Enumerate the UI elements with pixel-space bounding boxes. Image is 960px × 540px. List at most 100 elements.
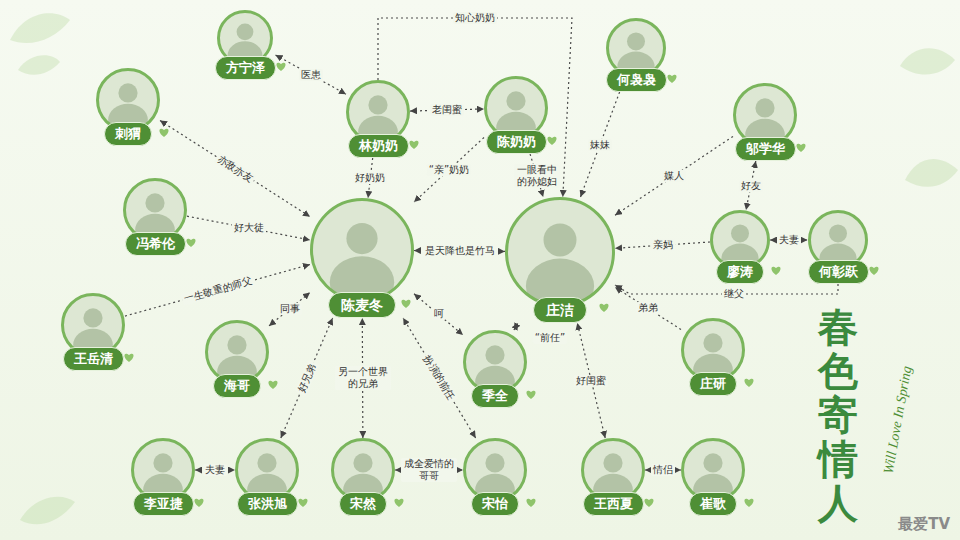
relation-connector bbox=[615, 287, 681, 329]
character-name: 廖涛 bbox=[727, 264, 753, 279]
silhouette-head bbox=[627, 32, 645, 50]
heart-icon bbox=[869, 267, 878, 275]
relation-connector bbox=[580, 92, 619, 197]
silhouette-head bbox=[257, 453, 276, 472]
relation-label-patch: 夫妻 bbox=[203, 464, 227, 476]
silhouette-head bbox=[368, 95, 387, 114]
relation-label-patch: 扮演的前任 bbox=[420, 352, 458, 404]
relation-label-patch: 情侣 bbox=[651, 464, 675, 476]
name-pill: 海哥 bbox=[213, 374, 261, 398]
heart-icon bbox=[276, 63, 285, 71]
silhouette-head bbox=[506, 91, 525, 110]
heart-icon bbox=[159, 129, 168, 137]
character-name: 林奶奶 bbox=[359, 138, 398, 153]
name-pill: 陈奶奶 bbox=[486, 130, 547, 154]
relation-connector bbox=[414, 138, 484, 203]
relation-label: 妹妹 bbox=[590, 139, 610, 150]
heart-icon bbox=[526, 391, 535, 399]
name-pill: 何彰跃 bbox=[808, 260, 869, 284]
drama-title: 春色寄情人 bbox=[818, 306, 858, 526]
character-name: 崔歌 bbox=[700, 496, 726, 511]
relation-label-patch: 亲妈 bbox=[651, 239, 675, 251]
relation-connector bbox=[615, 136, 733, 215]
character-name: 庄研 bbox=[700, 376, 726, 391]
silhouette-head bbox=[153, 453, 172, 472]
relation-label: “亲”奶奶 bbox=[429, 164, 469, 175]
character-node: 季全 bbox=[463, 330, 527, 408]
name-pill: 季全 bbox=[471, 384, 519, 408]
relation-label: 一眼看中的孙媳妇 bbox=[517, 164, 557, 187]
relation-label: 医患 bbox=[301, 69, 321, 80]
silhouette bbox=[330, 223, 394, 302]
character-node: 陈奶奶 bbox=[484, 76, 548, 154]
character-name: 邬学华 bbox=[746, 141, 785, 156]
relation-label-patch: 另一个世界的兄弟 bbox=[335, 366, 391, 390]
relation-label: 老闺蜜 bbox=[432, 104, 462, 115]
heart-icon bbox=[401, 300, 410, 308]
relation-label-patch: 亦敌亦友 bbox=[213, 152, 257, 186]
character-node: 宋然 bbox=[331, 438, 395, 516]
character-node: 王西夏 bbox=[581, 438, 645, 516]
relation-label: 情侣 bbox=[653, 464, 673, 475]
silhouette-head bbox=[83, 308, 102, 327]
character-name: 宋怡 bbox=[482, 496, 508, 511]
character-name: 陈麦冬 bbox=[341, 297, 383, 313]
heart-icon bbox=[298, 499, 307, 507]
character-node: 海哥 bbox=[205, 320, 269, 398]
name-pill: 邬学华 bbox=[735, 137, 796, 161]
leaf bbox=[10, 13, 70, 43]
relation-label: 夫妻 bbox=[205, 464, 225, 475]
character-node: 廖涛 bbox=[710, 210, 770, 284]
heart-icon bbox=[394, 499, 403, 507]
character-node: 庄洁 bbox=[505, 197, 615, 323]
name-pill: 陈麦冬 bbox=[328, 292, 396, 318]
relation-label: 扮演的前任 bbox=[422, 354, 457, 402]
silhouette bbox=[526, 223, 594, 307]
silhouette-head bbox=[237, 23, 254, 40]
relation-label: 好奶奶 bbox=[355, 172, 385, 183]
relation-label-patch: 好闺蜜 bbox=[574, 375, 608, 387]
relation-label-patch: 医患 bbox=[299, 69, 323, 81]
character-name: 庄洁 bbox=[546, 302, 574, 318]
relation-label-patch: 老闺蜜 bbox=[430, 104, 464, 116]
character-node: 李亚捷 bbox=[131, 438, 195, 516]
character-name: 张洪旭 bbox=[248, 496, 287, 511]
name-pill: 庄洁 bbox=[533, 297, 587, 323]
relation-label-patch: 知心奶奶 bbox=[453, 12, 497, 24]
character-name: 冯希伦 bbox=[136, 236, 175, 251]
character-name: 陈奶奶 bbox=[497, 134, 536, 149]
relation-label: 弟弟 bbox=[638, 302, 658, 313]
relation-label: “前任” bbox=[535, 332, 565, 343]
watermark: 最爱TV bbox=[898, 515, 950, 534]
character-name: 何袅袅 bbox=[617, 72, 656, 87]
relation-label-patch: 媒人 bbox=[662, 170, 686, 182]
label-holder: 春色寄情人 bbox=[818, 306, 858, 526]
name-pill: 宋然 bbox=[339, 492, 387, 516]
silhouette-head bbox=[703, 333, 722, 352]
relation-label: 媒人 bbox=[664, 170, 684, 181]
relation-label-patch: 好奶奶 bbox=[353, 172, 387, 184]
name-pill: 崔歌 bbox=[689, 492, 737, 516]
relation-label: 成全爱情的哥哥 bbox=[404, 458, 454, 481]
leaf bbox=[20, 497, 75, 525]
heart-icon bbox=[268, 381, 277, 389]
heart-icon bbox=[644, 499, 653, 507]
relation-connector bbox=[276, 55, 347, 94]
silhouette-head bbox=[227, 335, 246, 354]
silhouette-head bbox=[829, 224, 847, 242]
portrait-photo bbox=[505, 197, 615, 307]
relation-connector bbox=[281, 318, 333, 438]
silhouette-head bbox=[145, 193, 164, 212]
heart-icon bbox=[409, 141, 418, 149]
relation-connector bbox=[414, 294, 463, 335]
heart-icon bbox=[186, 239, 195, 247]
name-pill: 廖涛 bbox=[716, 260, 764, 284]
name-pill: 王西夏 bbox=[583, 492, 644, 516]
photo-ring bbox=[507, 199, 614, 306]
character-node: 冯希伦 bbox=[123, 178, 187, 256]
relation-label-patch: 成全爱情的哥哥 bbox=[401, 458, 457, 482]
character-name: 王岳清 bbox=[74, 351, 113, 366]
character-node: 邬学华 bbox=[733, 83, 797, 161]
relation-label: 好友 bbox=[741, 180, 761, 191]
